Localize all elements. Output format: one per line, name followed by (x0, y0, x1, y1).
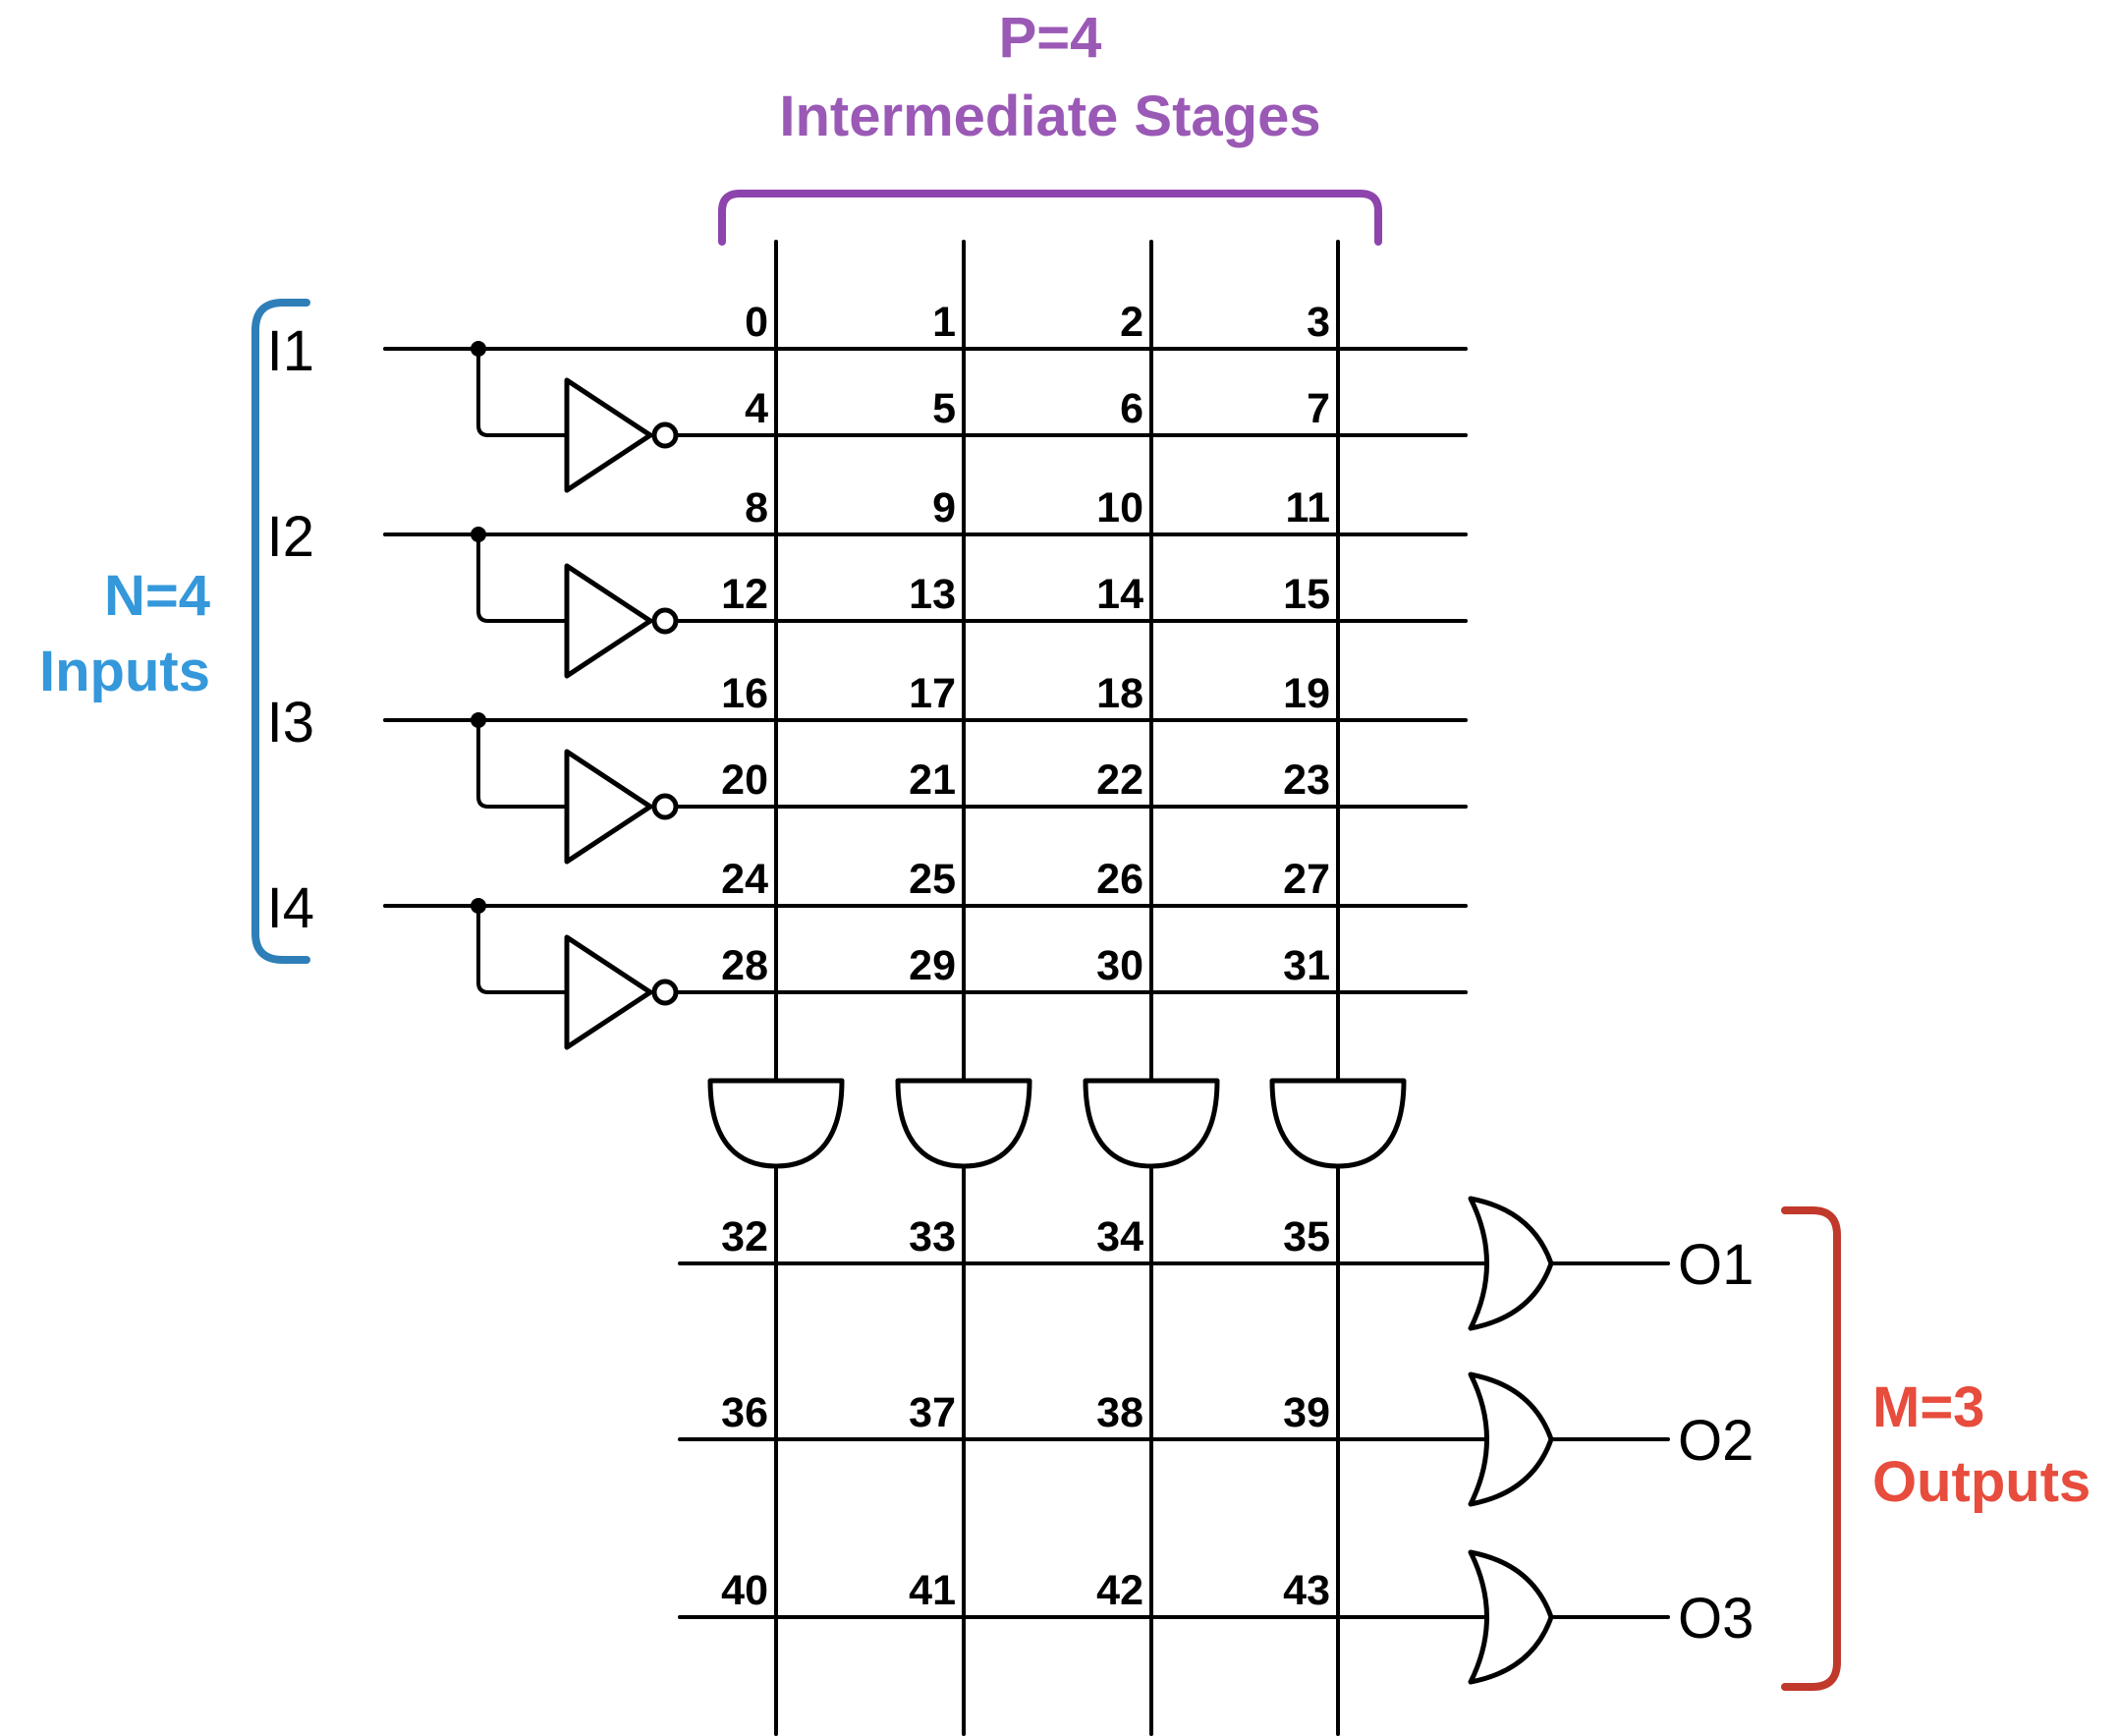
crosspoint-label: 26 (1096, 856, 1143, 903)
not-gate-icon (564, 934, 653, 1050)
crosspoint-label: 25 (909, 856, 956, 903)
crosspoint-label: 42 (1096, 1567, 1143, 1614)
crosspoint-label: 30 (1096, 942, 1143, 989)
and-gate-icon (895, 1078, 1032, 1169)
crosspoint-label: 5 (932, 385, 956, 432)
crosspoint-label: 2 (1120, 299, 1143, 346)
output-label-o2: O2 (1678, 1409, 1754, 1473)
crosspoint-label: 16 (721, 670, 768, 717)
and-gate-icon (707, 1078, 845, 1169)
crosspoint-label: 8 (745, 484, 768, 532)
crosspoint-label: 32 (721, 1213, 768, 1260)
stages-bracket (718, 190, 1382, 246)
not-gate-icon (564, 563, 653, 679)
inverter-feed-wire (476, 347, 569, 437)
outputs-title-label: Outputs (1872, 1450, 2090, 1514)
crosspoint-label: 19 (1283, 670, 1330, 717)
outputs-bracket (1781, 1206, 1841, 1691)
or-gate-icon (1468, 1372, 1554, 1507)
inverter-feed-wire (476, 904, 569, 994)
inverter-feed-wire (476, 532, 569, 623)
stages-count-label: P=4 (999, 6, 1102, 70)
inverter-feed-wire (476, 718, 569, 809)
crosspoint-label: 22 (1096, 756, 1143, 804)
crosspoint-label: 40 (721, 1567, 768, 1614)
inverter-bubble-icon (651, 979, 679, 1006)
not-gate-icon (564, 377, 653, 493)
output-label-o1: O1 (1678, 1233, 1754, 1297)
input-label-i2: I2 (267, 505, 314, 569)
crosspoint-label: 12 (721, 571, 768, 618)
inputs-count-label: N=4 (104, 564, 210, 628)
crosspoint-label: 13 (909, 571, 956, 618)
output-label-o3: O3 (1678, 1587, 1754, 1651)
inverter-bubble-icon (651, 607, 679, 635)
crosspoint-label: 38 (1096, 1389, 1143, 1436)
inputs-title-label: Inputs (39, 640, 210, 703)
input-label-i3: I3 (267, 691, 314, 755)
and-gate-icon (1083, 1078, 1220, 1169)
crosspoint-label: 34 (1096, 1213, 1143, 1260)
crosspoint-label: 24 (721, 856, 768, 903)
crosspoint-label: 35 (1283, 1213, 1330, 1260)
and-gate-icon (1269, 1078, 1407, 1169)
crosspoint-label: 1 (932, 299, 956, 346)
crosspoint-label: 18 (1096, 670, 1143, 717)
crosspoint-label: 14 (1096, 571, 1143, 618)
crosspoint-label: 21 (909, 756, 956, 804)
not-gate-icon (564, 749, 653, 865)
crosspoint-label: 43 (1283, 1567, 1330, 1614)
crosspoint-label: 6 (1120, 385, 1143, 432)
input-label-i1: I1 (267, 319, 314, 383)
crosspoint-label: 7 (1307, 385, 1330, 432)
crosspoint-label: 27 (1283, 856, 1330, 903)
or-gate-icon (1468, 1196, 1554, 1331)
crosspoint-label: 4 (745, 385, 768, 432)
crosspoint-label: 17 (909, 670, 956, 717)
crosspoint-label: 11 (1286, 484, 1330, 532)
crosspoint-label: 20 (721, 756, 768, 804)
inputs-bracket (251, 299, 310, 964)
inverter-bubble-icon (651, 421, 679, 449)
crosspoint-label: 31 (1283, 942, 1330, 989)
crosspoint-label: 23 (1283, 756, 1330, 804)
crosspoint-label: 9 (932, 484, 956, 532)
inverter-bubble-icon (651, 793, 679, 820)
crosspoint-label: 15 (1283, 571, 1330, 618)
crosspoint-label: 29 (909, 942, 956, 989)
crosspoint-label: 36 (721, 1389, 768, 1436)
gate-layer (564, 377, 1554, 1685)
or-gate-icon (1468, 1549, 1554, 1685)
crosspoint-label: 28 (721, 942, 768, 989)
crosspoint-label: 3 (1307, 299, 1330, 346)
stages-title-label: Intermediate Stages (779, 84, 1320, 148)
input-label-i4: I4 (267, 876, 314, 940)
wire-layer (383, 240, 1670, 1736)
crosspoint-label: 37 (909, 1389, 956, 1436)
crosspoint-label: 39 (1283, 1389, 1330, 1436)
outputs-count-label: M=3 (1872, 1375, 1984, 1439)
crosspoint-label: 10 (1096, 484, 1143, 532)
crosspoint-label: 41 (909, 1567, 956, 1614)
crosspoint-label: 0 (745, 299, 768, 346)
crosspoint-label: 33 (909, 1213, 956, 1260)
